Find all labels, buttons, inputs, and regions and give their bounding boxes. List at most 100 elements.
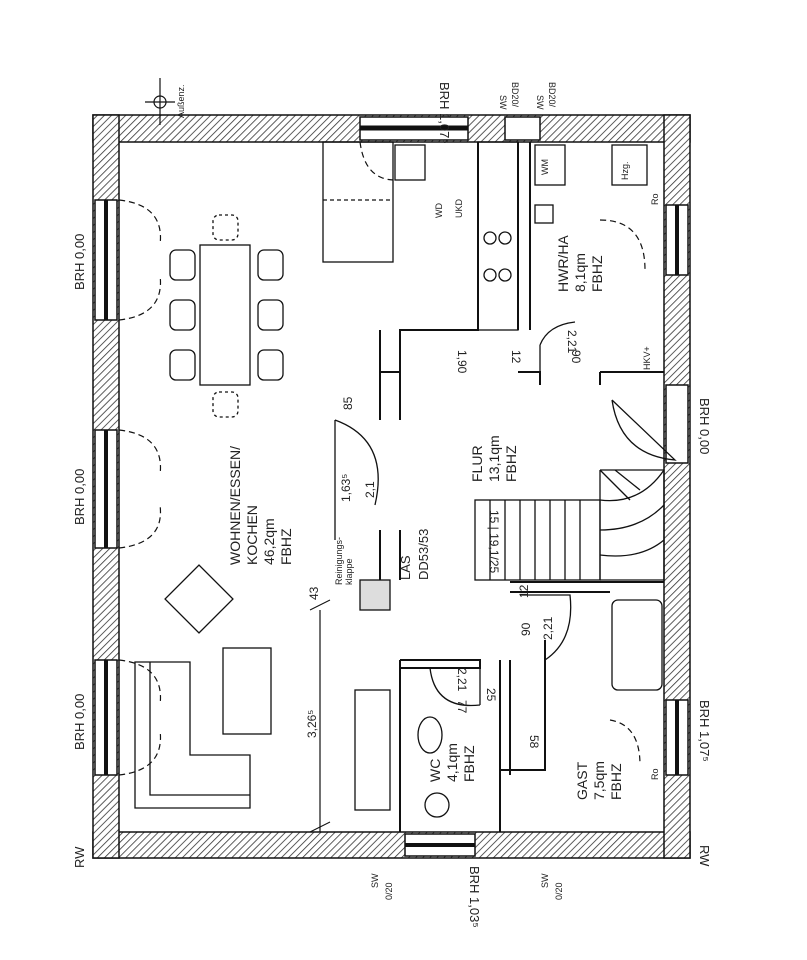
label-dd: DD53/53: [416, 529, 431, 580]
door-wohnen: [334, 419, 379, 540]
chair-3: [169, 349, 196, 381]
sw-bottom-1b: 0/20: [384, 882, 394, 900]
door-wc: [429, 667, 481, 707]
wc-bench: [354, 689, 391, 811]
room-gast-heating: FBHZ: [608, 763, 624, 800]
brh-left-2: BRH 0,00: [72, 469, 87, 525]
brh-left-3: BRH 0,00: [72, 694, 87, 750]
chair-5: [257, 299, 284, 331]
wall-gast-top: [510, 581, 664, 593]
front-door-opening: [665, 384, 689, 464]
brh-left-1: BRH 0,00: [72, 234, 87, 290]
equipment-labels: WM Hzg. WD UKD HKV+ LAS DD53/53 Reinigun…: [334, 159, 660, 780]
label-ro-1: Ro: [650, 193, 660, 205]
room-wohnen-name-2: KOCHEN: [244, 505, 260, 565]
las-chimney: [359, 579, 391, 611]
dim-12: 12: [509, 350, 523, 364]
room-label-wohnen: WOHNEN/ESSEN/ KOCHEN 46,2qm FBHZ: [227, 446, 294, 565]
terrace-door-1: [118, 199, 162, 246]
wall-flur-west: [379, 372, 401, 420]
label-ukd: UKD: [454, 198, 464, 218]
room-hwr-name: HWR/HA: [555, 235, 571, 292]
room-hwr-area: 8,1qm: [572, 253, 588, 292]
outer-wall-bottom: [92, 831, 691, 859]
label-reinigung-1: Reinigungs-: [334, 537, 344, 585]
sw-top-2: SW: [535, 95, 545, 110]
sw-bottom-1: SW: [370, 873, 380, 888]
dining-table: [199, 244, 251, 386]
chair-4: [257, 249, 284, 281]
label-las: LAS: [398, 555, 413, 580]
door-gast: [520, 594, 572, 661]
room-gast-name: GAST: [574, 761, 590, 800]
room-wc-heating: FBHZ: [461, 745, 477, 782]
sw-top-2b: BD20/: [547, 82, 557, 108]
label-hzg: Hzg.: [620, 161, 630, 180]
bathtub: [611, 599, 663, 691]
label-ro-2: Ro: [650, 768, 660, 780]
room-hwr-heating: FBHZ: [589, 255, 605, 292]
dim-77: 77: [455, 700, 469, 714]
room-wc-area: 4,1qm: [444, 743, 460, 782]
room-flur-name: FLUR: [469, 445, 485, 482]
dim-163: 1,63⁵: [339, 474, 353, 502]
aussen-label: Außenz.: [176, 84, 186, 118]
label-hkv: HKV+: [642, 346, 652, 370]
kitchen-island: [322, 141, 394, 263]
sw-bottom-2: SW: [540, 873, 550, 888]
heater: [611, 144, 648, 186]
wall-hwr-west: [517, 142, 531, 330]
label-wd: WD: [434, 203, 444, 218]
furniture: [134, 141, 663, 818]
kitchen-counter: [477, 141, 519, 331]
wc-basin: [417, 716, 443, 754]
kitchen-window-swing: [359, 141, 396, 181]
sw-top-1: SW: [498, 95, 508, 110]
label-wm: WM: [540, 159, 550, 175]
terrace-door-3: [118, 659, 162, 706]
wall-gast-west: [500, 640, 546, 771]
dim-221-wc: 2,21: [455, 668, 469, 692]
room-label-hwr: HWR/HA 8,1qm FBHZ: [555, 235, 605, 292]
brh-labels: BRH 1,07⁵ BRH 0,00 BRH 0,00 BRH 0,00 BRH…: [72, 82, 712, 928]
dimension-labels: 85 43 3,26⁵ 1,63⁵ 2,1 2,21 90 1,90 12 90…: [305, 330, 583, 749]
compass-marker: [145, 78, 175, 125]
dim-221-hwr: 2,21: [565, 330, 579, 354]
sw-top-1b: BD20/: [510, 82, 520, 108]
windows: [94, 116, 689, 857]
brh-right-door: BRH 0,00: [697, 398, 712, 454]
wall-wc-top: [400, 659, 481, 669]
sink: [394, 144, 426, 181]
rw-left: RW: [72, 846, 87, 868]
dim-58: 58: [527, 735, 541, 749]
brh-top: BRH 1,07⁵: [437, 82, 452, 144]
hwr-window-swing: [599, 219, 646, 271]
sofa: [134, 661, 251, 809]
room-label-gast: GAST 7,5qm FBHZ: [574, 761, 624, 800]
door-hwr: [539, 321, 576, 385]
chair-1: [169, 249, 196, 281]
sw-labels: SW BD20/ SW BD20/ SW 0/20 SW 0/20 RW RW …: [72, 82, 712, 900]
door-front: [611, 399, 677, 461]
chair-head-top: [212, 214, 239, 241]
brh-right-gast: BRH 1,07⁵: [697, 700, 712, 762]
door-swings: [118, 141, 646, 776]
armchair: [164, 564, 234, 634]
toilet: [424, 792, 450, 818]
room-wohnen-heating: FBHZ: [278, 528, 294, 565]
dim-43: 43: [307, 586, 321, 600]
wall-las-column: [379, 530, 401, 580]
dim-221-gast: 2,21: [541, 616, 555, 640]
window-top-hwr: [504, 116, 541, 141]
wall-wc-east: [499, 660, 511, 832]
dim-85: 85: [341, 396, 355, 410]
coffee-table: [222, 647, 272, 735]
dim-21a: 2,1: [363, 481, 377, 498]
room-flur-heating: FBHZ: [503, 445, 519, 482]
sw-bottom-2b: 0/20: [554, 882, 564, 900]
rw-right: RW: [697, 845, 712, 867]
gast-window-swing: [609, 719, 641, 766]
dim-90-gast: 90: [519, 622, 533, 636]
hwr-sink: [534, 204, 554, 224]
